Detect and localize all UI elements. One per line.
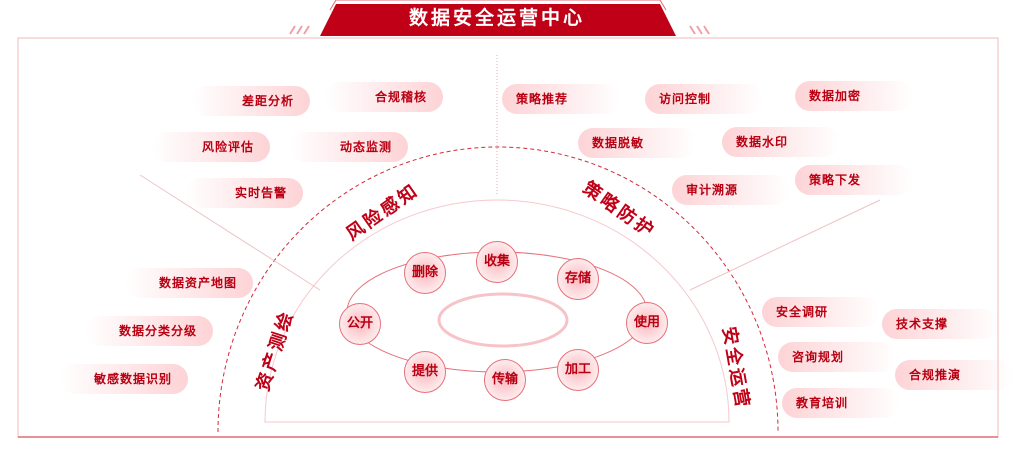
pill-data-asset-map: 数据资产地图	[125, 268, 253, 298]
node-use: 使用	[626, 302, 668, 344]
node-delete: 删除	[404, 252, 446, 294]
pill-education-training: 教育培训	[782, 388, 900, 418]
pill-access-control: 访问控制	[645, 84, 763, 114]
node-provide: 提供	[404, 351, 446, 393]
pill-gap-analysis: 差距分析	[192, 86, 310, 116]
pill-data-watermark: 数据水印	[722, 127, 840, 157]
pill-policy-recommend: 策略推荐	[502, 84, 620, 114]
node-process: 加工	[557, 349, 599, 391]
pill-sensitive-data-id: 敏感数据识别	[60, 364, 188, 394]
pill-realtime-alert: 实时告警	[185, 178, 303, 208]
pill-tech-support: 技术支撑	[882, 309, 1000, 339]
pill-security-research: 安全调研	[762, 297, 880, 327]
node-transfer: 传输	[484, 359, 526, 401]
pill-data-masking: 数据脱敏	[578, 128, 696, 158]
pill-consulting-planning: 咨询规划	[778, 342, 896, 372]
node-collect: 收集	[476, 241, 518, 283]
node-publish: 公开	[339, 303, 381, 345]
page-title: 数据安全运营中心	[408, 7, 585, 29]
pill-risk-assessment: 风险评估	[152, 132, 270, 162]
pill-data-classification: 数据分类分级	[85, 316, 213, 346]
pill-compliance-drill: 合规推演	[895, 360, 1013, 390]
pill-audit-trace: 审计溯源	[672, 175, 790, 205]
pill-data-encryption: 数据加密	[795, 81, 913, 111]
node-store: 存储	[557, 258, 599, 300]
pill-compliance-audit: 合规稽核	[325, 82, 443, 112]
pill-policy-dispatch: 策略下发	[795, 165, 913, 195]
pill-dynamic-monitoring: 动态监测	[290, 132, 408, 162]
